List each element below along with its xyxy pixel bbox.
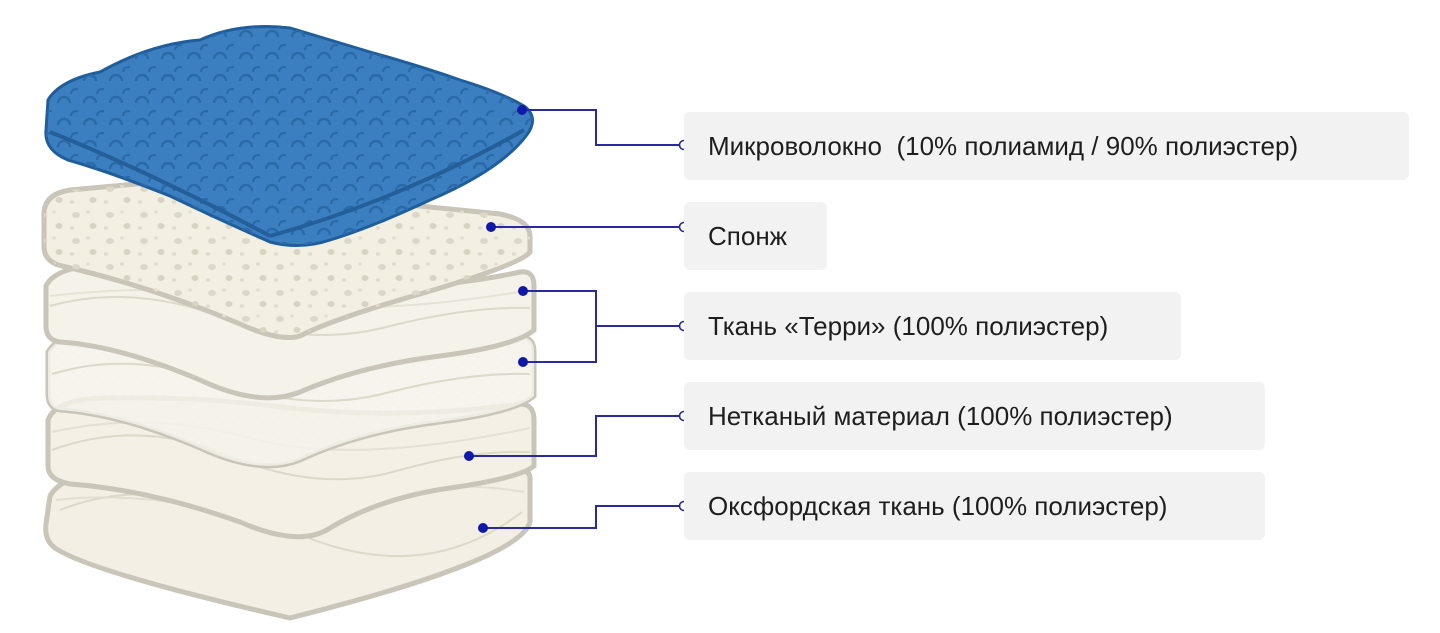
dot-oxford (478, 523, 488, 533)
label-terry-text: Ткань «Терри» (100% полиэстер) (708, 310, 1109, 341)
dot-microfiber (517, 105, 527, 115)
label-oxford: Оксфордская ткань (100% полиэстер) (684, 472, 1265, 540)
dot-nonwoven (464, 451, 474, 461)
connector-terry-lower (523, 326, 597, 363)
dot-terry-lower (518, 357, 528, 367)
microfiber-layer (44, 25, 534, 247)
label-terry: Ткань «Терри» (100% полиэстер) (684, 292, 1181, 360)
connector-microfiber (522, 109, 684, 146)
layer-dots (464, 105, 528, 533)
label-nonwoven: Нетканый материал (100% полиэстер) (684, 382, 1265, 450)
label-microfiber-text: Микроволокно (10% полиамид / 90% полиэст… (708, 130, 1299, 161)
connector-oxford (483, 505, 684, 529)
label-microfiber: Микроволокно (10% полиамид / 90% полиэст… (684, 112, 1409, 180)
connectors (469, 109, 684, 529)
label-nonwoven-text: Нетканый материал (100% полиэстер) (708, 400, 1173, 431)
dot-terry-upper (518, 286, 528, 296)
label-sponge: Спонж (684, 202, 827, 270)
connector-nonwoven (469, 415, 684, 457)
dot-sponge (486, 222, 496, 232)
label-oxford-text: Оксфордская ткань (100% полиэстер) (708, 490, 1168, 521)
connector-terry-upper (523, 290, 597, 326)
label-sponge-text: Спонж (708, 220, 788, 251)
